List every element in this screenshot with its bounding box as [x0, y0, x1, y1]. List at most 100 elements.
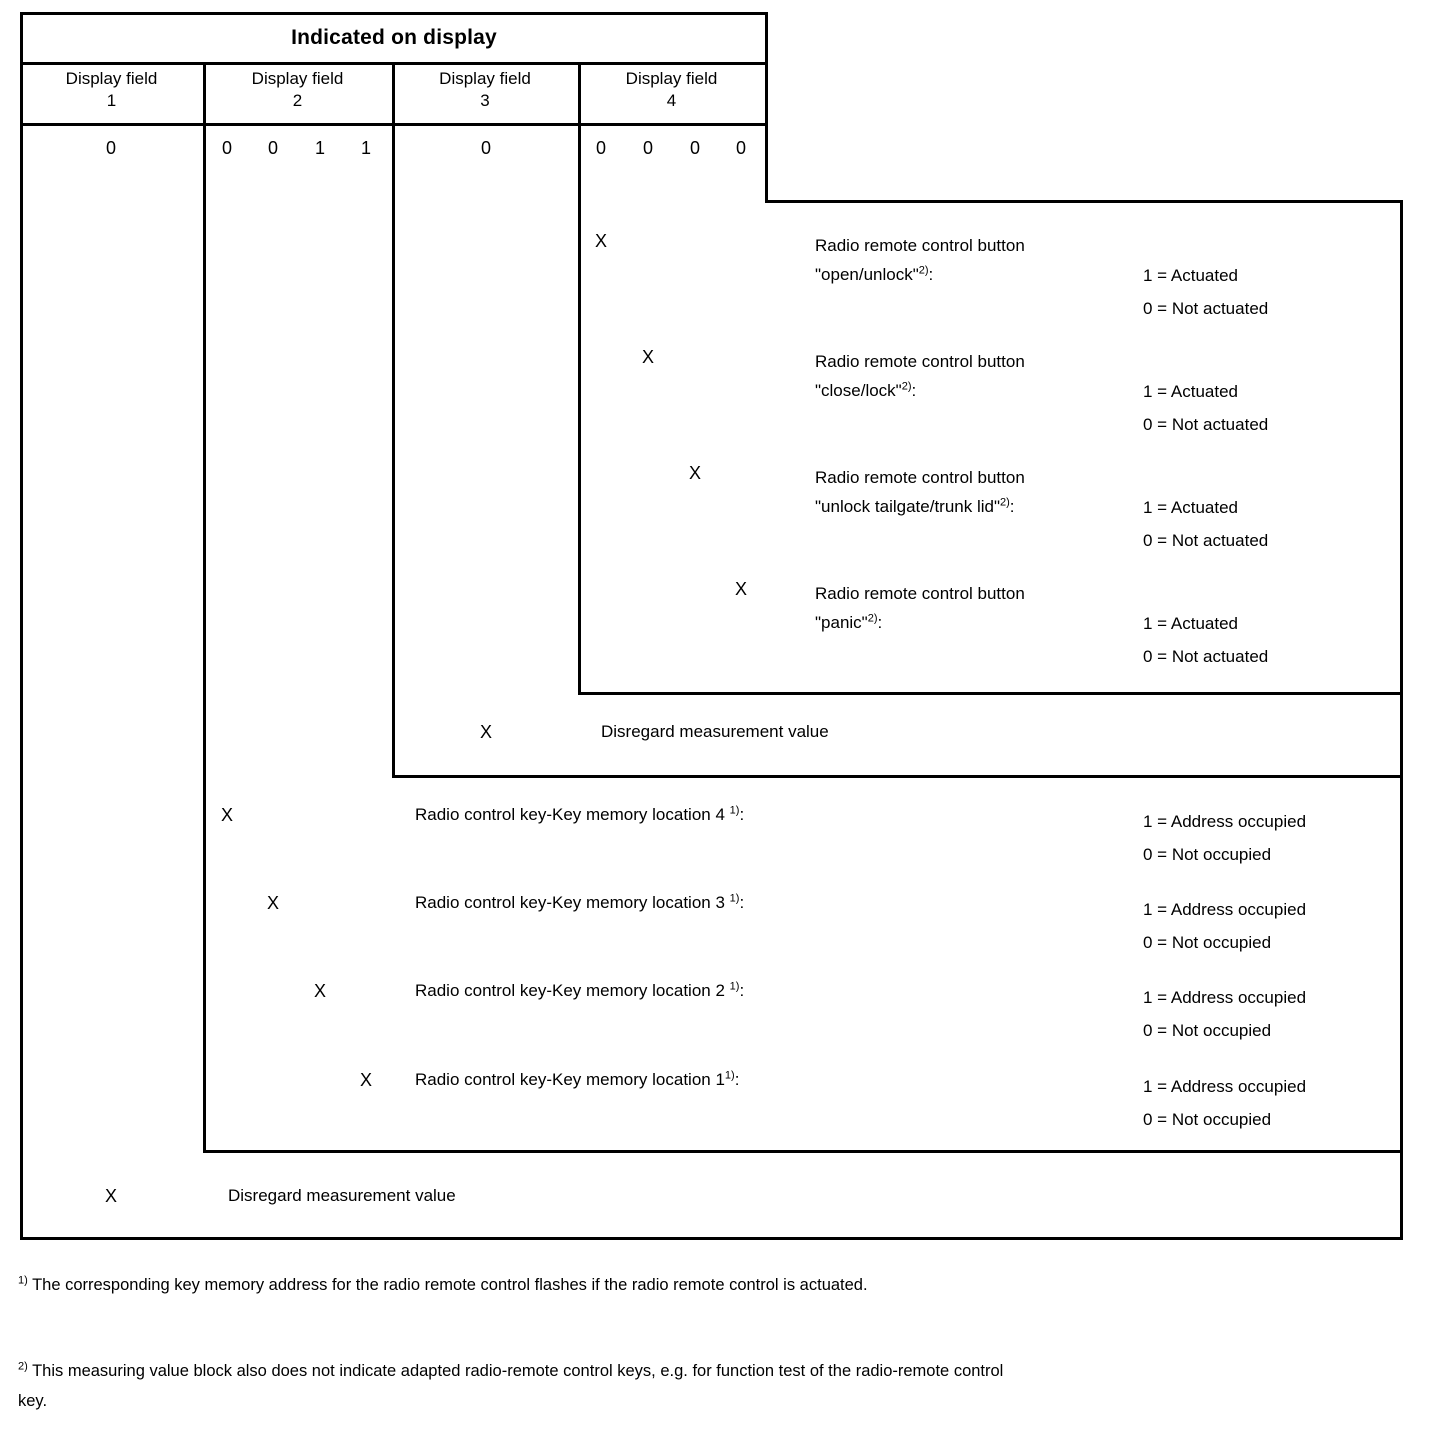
- field2-row-3-desc-text: Radio control key-Key memory location 1: [415, 1070, 725, 1089]
- field2-row-2-values: 1 = Address occupied 0 = Not occupied: [1143, 981, 1306, 1047]
- footnote-1: 1) The corresponding key memory address …: [18, 1270, 1018, 1300]
- bit-field2-3: 1: [360, 138, 371, 158]
- field2-row-2-value-off: 0 = Not occupied: [1143, 1021, 1272, 1040]
- field4-row-2-footnote-ref: 2): [1000, 496, 1010, 509]
- field2-row-1-value-on: 1 = Address occupied: [1143, 900, 1307, 919]
- marker-field1: X: [104, 1186, 117, 1206]
- field2-row-1-values: 1 = Address occupied 0 = Not occupied: [1143, 893, 1306, 959]
- field4-row-3-colon: :: [877, 613, 883, 632]
- field4-row-1-value-off: 0 = Not actuated: [1143, 415, 1269, 434]
- border-outer-bottom: [20, 1237, 1403, 1240]
- bit-field2-1: 0: [267, 138, 278, 158]
- column-header-2-label: Display field: [251, 69, 344, 88]
- field4-row-0-colon: :: [928, 265, 934, 284]
- marker-field2-bit2: X: [313, 981, 326, 1001]
- footnote-2-marker: 2): [18, 1360, 28, 1373]
- field2-row-3-desc: Radio control key-Key memory location 11…: [415, 1070, 739, 1090]
- field4-row-0-values: 1 = Actuated 0 = Not actuated: [1143, 259, 1268, 325]
- field2-row-1-footnote-ref: 1): [729, 892, 740, 905]
- field3-disregard-label: Disregard measurement value: [601, 722, 829, 741]
- field4-row-1-colon: :: [911, 381, 917, 400]
- bit-field1-0: 0: [105, 138, 116, 158]
- border-col3-sep: [578, 62, 581, 694]
- border-header-top: [20, 12, 768, 15]
- field2-row-3-value-on: 1 = Address occupied: [1143, 1077, 1307, 1096]
- field2-row-2-value-on: 1 = Address occupied: [1143, 988, 1307, 1007]
- field2-row-1-colon: :: [739, 893, 745, 912]
- field2-row-0-value-off: 0 = Not occupied: [1143, 845, 1272, 864]
- bit-field4-1: 0: [642, 138, 653, 158]
- field4-row-1-desc-line1: Radio remote control button: [815, 352, 1025, 371]
- column-header-1-label: Display field: [65, 69, 158, 88]
- marker-field2-bit1: X: [266, 893, 279, 913]
- field4-row-3-value-off: 0 = Not actuated: [1143, 647, 1269, 666]
- border-col1-sep: [203, 62, 206, 1152]
- marker-field4-bit3: X: [734, 579, 747, 599]
- table-title: Indicated on display: [291, 26, 497, 49]
- field4-row-2-values: 1 = Actuated 0 = Not actuated: [1143, 491, 1268, 557]
- field4-row-0-desc-text: "open/unlock": [815, 265, 919, 284]
- field4-row-3-desc-line1: Radio remote control button: [815, 584, 1025, 603]
- field4-row-0-desc-line2: "open/unlock"2):: [815, 260, 1025, 289]
- field4-row-1-footnote-ref: 2): [901, 380, 912, 393]
- border-col2-sep: [392, 62, 395, 777]
- column-header-1: Display field 1: [20, 68, 203, 112]
- field4-row-3-desc-text: "panic": [815, 613, 868, 632]
- bit-field2-0: 0: [221, 138, 232, 158]
- field2-row-3-footnote-ref: 1): [724, 1069, 735, 1082]
- field2-row-3-values: 1 = Address occupied 0 = Not occupied: [1143, 1070, 1306, 1136]
- field4-row-0-value-off: 0 = Not actuated: [1143, 299, 1269, 318]
- field2-row-0-colon: :: [739, 805, 745, 824]
- field4-row-2-value-on: 1 = Actuated: [1143, 498, 1238, 517]
- column-header-4-number: 4: [666, 91, 677, 110]
- field2-row-0-value-on: 1 = Address occupied: [1143, 812, 1307, 831]
- border-field3-bottom: [392, 775, 1403, 778]
- border-col4-right: [765, 12, 768, 202]
- field2-row-3-colon: :: [734, 1070, 740, 1089]
- column-header-4: Display field 4: [578, 68, 765, 112]
- footnote-1-marker: 1): [18, 1274, 28, 1287]
- column-header-3-number: 3: [480, 91, 490, 110]
- field2-row-1-value-off: 0 = Not occupied: [1143, 933, 1272, 952]
- field4-row-2-desc-text: "unlock tailgate/trunk lid": [815, 497, 1000, 516]
- marker-field2-bit3: X: [359, 1070, 372, 1090]
- field4-row-1-desc: Radio remote control button "close/lock"…: [815, 347, 1025, 405]
- field2-row-0-desc-text: Radio control key-Key memory location 4: [415, 805, 725, 824]
- field2-row-1-desc-text: Radio control key-Key memory location 3: [415, 893, 725, 912]
- field4-row-1-value-on: 1 = Actuated: [1143, 382, 1238, 401]
- column-header-3: Display field 3: [392, 68, 578, 112]
- field4-row-1-values: 1 = Actuated 0 = Not actuated: [1143, 375, 1268, 441]
- footnote-1-text: The corresponding key memory address for…: [32, 1276, 868, 1294]
- footnote-2-text: This measuring value block also does not…: [18, 1362, 1004, 1410]
- field4-row-3-desc-line2: "panic"2):: [815, 608, 1025, 637]
- field2-row-3-value-off: 0 = Not occupied: [1143, 1110, 1272, 1129]
- bit-field4-2: 0: [689, 138, 700, 158]
- field4-row-3-value-on: 1 = Actuated: [1143, 614, 1238, 633]
- column-header-2: Display field 2: [203, 68, 392, 112]
- field4-row-0-value-on: 1 = Actuated: [1143, 266, 1238, 285]
- bit-field2-2: 1: [314, 138, 325, 158]
- border-field4-top: [765, 200, 1403, 203]
- field4-row-3-values: 1 = Actuated 0 = Not actuated: [1143, 607, 1268, 673]
- field4-row-1-desc-text: "close/lock": [815, 381, 902, 400]
- bit-field4-0: 0: [595, 138, 606, 158]
- bit-field3-0: 0: [480, 138, 491, 158]
- field4-row-0-desc-line1: Radio remote control button: [815, 236, 1025, 255]
- marker-field4-bit0: X: [594, 231, 607, 251]
- marker-field4-bit1: X: [641, 347, 654, 367]
- field4-row-2-desc-line1: Radio remote control button: [815, 468, 1025, 487]
- field1-disregard-label: Disregard measurement value: [228, 1186, 456, 1205]
- border-field4-right: [1400, 200, 1403, 1237]
- field2-row-0-footnote-ref: 1): [729, 804, 740, 817]
- field2-row-0-values: 1 = Address occupied 0 = Not occupied: [1143, 805, 1306, 871]
- field4-row-2-value-off: 0 = Not actuated: [1143, 531, 1269, 550]
- field2-row-2-colon: :: [739, 981, 745, 1000]
- field4-row-0-desc: Radio remote control button "open/unlock…: [815, 231, 1025, 289]
- field2-row-1-desc: Radio control key-Key memory location 3 …: [415, 893, 744, 913]
- field2-row-0-desc: Radio control key-Key memory location 4 …: [415, 805, 744, 825]
- field4-row-3-desc: Radio remote control button "panic"2):: [815, 579, 1025, 637]
- field4-row-2-desc-line2: "unlock tailgate/trunk lid"2):: [815, 492, 1025, 521]
- border-field2-bottom: [203, 1150, 1403, 1153]
- field4-row-2-desc: Radio remote control button "unlock tail…: [815, 463, 1025, 521]
- marker-field2-bit0: X: [220, 805, 233, 825]
